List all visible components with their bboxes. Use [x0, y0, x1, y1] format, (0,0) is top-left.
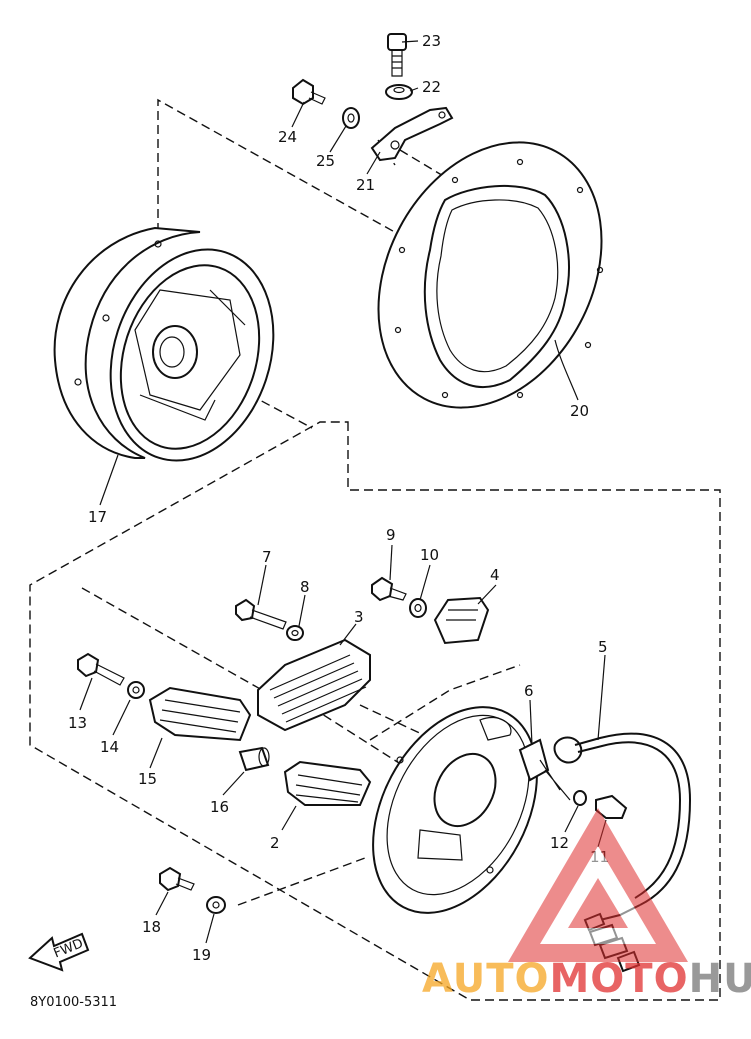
collar-16 — [238, 746, 270, 772]
screw-9 — [371, 576, 407, 602]
fwd-arrow-icon: FWD — [28, 932, 90, 972]
callout-22: 22 — [422, 78, 441, 96]
washer-10 — [409, 598, 427, 618]
callout-5: 5 — [598, 638, 608, 656]
screw-7 — [235, 598, 287, 630]
washer-22 — [385, 84, 413, 100]
washer-12 — [573, 790, 587, 806]
screw-18 — [159, 866, 195, 892]
callout-12: 12 — [550, 834, 569, 852]
bolt-23 — [387, 33, 407, 77]
watermark-text: AUTOMOTOHUB — [422, 956, 751, 1002]
callout-21: 21 — [356, 176, 375, 194]
washer-14 — [127, 681, 145, 699]
stator-base-plate — [372, 706, 538, 914]
callout-24: 24 — [278, 128, 297, 146]
callout-25: 25 — [316, 152, 335, 170]
callout-14: 14 — [100, 738, 119, 756]
callout-2: 2 — [270, 834, 280, 852]
washer-25 — [342, 107, 360, 129]
automotohub-watermark: AUTOMOTOHUB — [422, 808, 751, 1002]
lighting-coil-15 — [148, 686, 252, 742]
callout-9: 9 — [386, 526, 396, 544]
mounting-bracket — [370, 106, 454, 162]
watermark-moto: MOTO — [550, 956, 689, 1002]
callout-7: 7 — [262, 548, 272, 566]
callout-10: 10 — [420, 546, 439, 564]
callout-13: 13 — [68, 714, 87, 732]
callout-23: 23 — [422, 32, 441, 50]
callout-16: 16 — [210, 798, 229, 816]
callout-15: 15 — [138, 770, 157, 788]
washer-19 — [206, 896, 226, 914]
washer-8 — [286, 625, 304, 641]
callout-20: 20 — [570, 402, 589, 420]
screw-24 — [292, 78, 326, 106]
callout-4: 4 — [490, 566, 500, 584]
callout-6: 6 — [524, 682, 534, 700]
watermark-logo-icon — [508, 808, 688, 962]
screw-11 — [595, 794, 628, 819]
callout-17: 17 — [88, 508, 107, 526]
watermark-hub: HUB — [689, 956, 751, 1002]
charge-coil — [257, 638, 371, 732]
flywheel-rotor — [53, 226, 275, 462]
pulser-coil-2 — [283, 760, 372, 806]
pickup-coil-4 — [433, 596, 490, 645]
stator-cover-plate — [377, 141, 604, 409]
callout-19: 19 — [192, 946, 211, 964]
screw-13 — [77, 652, 125, 686]
leader-lines — [79, 40, 607, 944]
callout-8: 8 — [300, 578, 310, 596]
diagram-code: 8Y0100-5311 — [30, 995, 117, 1010]
callout-3: 3 — [354, 608, 364, 626]
callout-18: 18 — [142, 918, 161, 936]
watermark-auto: AUTO — [422, 956, 550, 1002]
